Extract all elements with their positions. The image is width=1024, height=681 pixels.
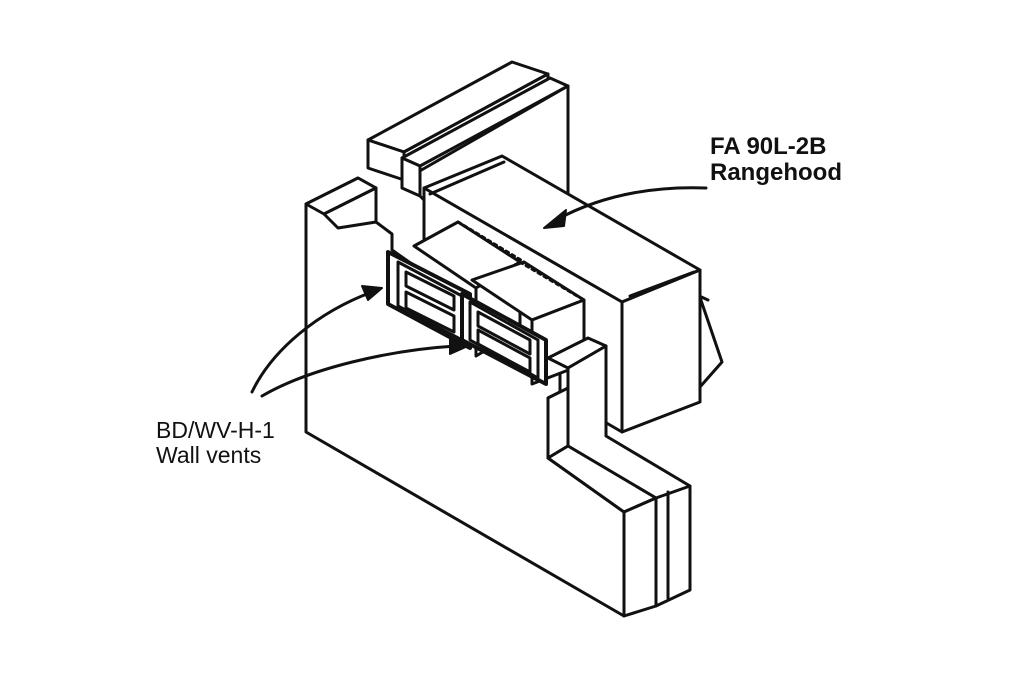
wall-vent-right bbox=[460, 292, 548, 386]
vents-leader-arrows bbox=[250, 290, 458, 398]
rangehood-leader-arrow bbox=[554, 186, 708, 222]
rangehood-callout: FA 90L-2B Rangehood bbox=[710, 134, 842, 186]
vent-right-arrowhead bbox=[449, 337, 469, 355]
rangehood-model-label: FA 90L-2B bbox=[710, 133, 827, 160]
wall-vents-callout: BD/WV-H-1 Wall vents bbox=[156, 418, 275, 468]
wall-vents-model-label: BD/WV-H-1 bbox=[156, 417, 275, 443]
wall-vents-name-label: Wall vents bbox=[156, 441, 262, 468]
rangehood-arrowhead bbox=[543, 209, 567, 229]
floor-slabs bbox=[546, 336, 692, 618]
vent-left-arrowhead bbox=[361, 285, 383, 301]
rangehood-name-label: Rangehood bbox=[710, 158, 842, 186]
